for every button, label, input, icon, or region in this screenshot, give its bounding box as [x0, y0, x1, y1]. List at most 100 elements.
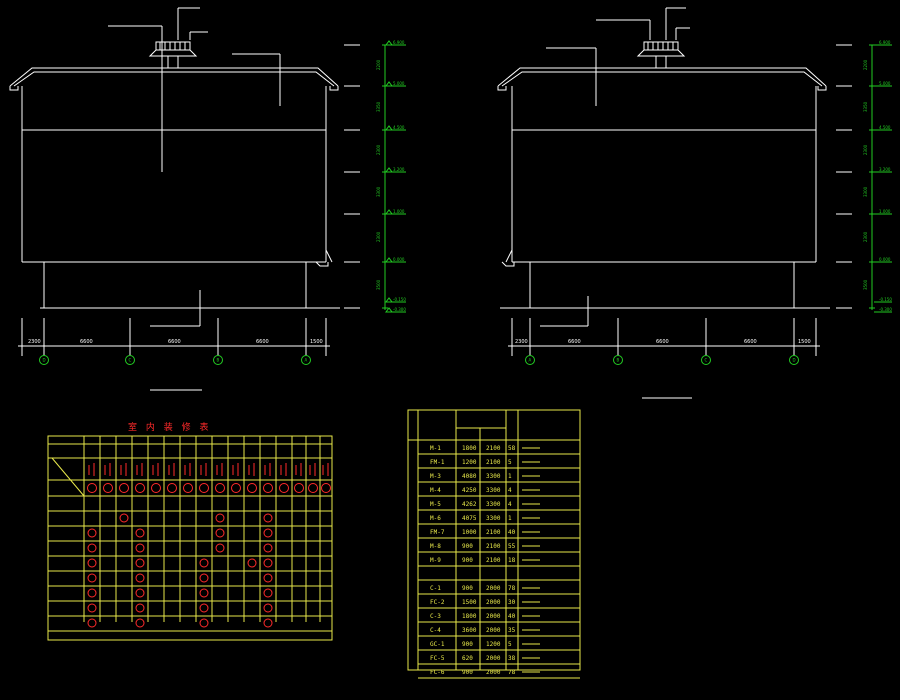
- door-table-h: 2000: [486, 655, 501, 662]
- finish-mark: [263, 618, 273, 628]
- door-table-n: 18: [508, 557, 516, 564]
- door-table-h: 3300: [486, 487, 501, 494]
- elev2-level-1: 6.900: [879, 40, 891, 45]
- finish-mark: [135, 558, 145, 568]
- door-table-n: 5: [508, 459, 512, 466]
- finish-mark: [119, 513, 129, 523]
- finish-mark: [199, 558, 209, 568]
- elev1-bdim-1: 2300: [28, 339, 41, 345]
- elev2-axis-bubble: [525, 355, 535, 365]
- elev1-level-7: -0.150: [393, 297, 406, 302]
- elev2-bdim-1: 2300: [515, 339, 528, 345]
- elev1-dim-4: 3300: [376, 186, 381, 197]
- door-table-n: 35: [508, 627, 516, 634]
- door-table-n: 4: [508, 501, 512, 508]
- finish-mark: [263, 603, 273, 613]
- door-table-n: 58: [508, 445, 516, 452]
- finish-mark: [135, 573, 145, 583]
- elev1-level-3: 4.500: [393, 125, 405, 130]
- door-table-w: 4075: [462, 515, 477, 522]
- elev2-dim-5: 2300: [863, 231, 868, 242]
- door-table-code: M-5: [430, 501, 441, 508]
- elevation-right: 6.900 5.000 4.500 3.200 1.000 0.000 -0.1…: [497, 7, 892, 399]
- finish-mark: [135, 603, 145, 613]
- door-table-w: 4250: [462, 487, 477, 494]
- elev2-level-3: 4.500: [879, 125, 891, 130]
- elev2-dim-2: 3350: [863, 101, 868, 112]
- elev2-level-8: -0.300: [879, 307, 892, 312]
- elev2-height-dims: 2200 3350 2300 3300 2300 3500: [863, 59, 868, 290]
- door-table-code: GC-1: [430, 641, 445, 648]
- elev1-height-dims: 2200 3350 2300 3300 2300 3500: [376, 59, 381, 290]
- door-table-n: 40: [508, 529, 516, 536]
- finish-mark: [135, 588, 145, 598]
- finish-mark: [263, 513, 273, 523]
- door-table-h: 2100: [486, 459, 501, 466]
- elev1-level-marks: 6.900 5.000 4.500 3.200 1.000 0.000 -0.1…: [385, 40, 406, 313]
- elev1-bdim-4: 6600: [256, 339, 269, 345]
- elev1-dim-5: 2300: [376, 231, 381, 242]
- elev2-axis-bubble: [789, 355, 799, 365]
- elev2-axis-3: C: [705, 358, 708, 363]
- finish-table: 室 内 装 修 表: [47, 421, 333, 641]
- finish-mark: [87, 603, 97, 613]
- elev1-dim-3: 2300: [376, 144, 381, 155]
- elevation-left: 6.900 5.000 4.500 3.200 1.000 0.000 -0.1…: [9, 7, 406, 391]
- door-table-code: M-4: [430, 487, 441, 494]
- door-table-code: M-3: [430, 473, 441, 480]
- elev2-axis-bubble: [701, 355, 711, 365]
- elev1-axis-2: C: [129, 358, 132, 363]
- door-table-n: 78: [508, 669, 516, 676]
- door-table-w: 900: [462, 641, 473, 648]
- finish-mark: [263, 558, 273, 568]
- finish-header-symbol: [294, 483, 304, 493]
- elev1-level-5: 1.000: [393, 209, 405, 214]
- finish-table-marks: [87, 513, 273, 628]
- door-table-n: 78: [508, 585, 516, 592]
- elev2-dim-6: 3500: [863, 279, 868, 290]
- door-table-code: FC-2: [430, 599, 445, 606]
- finish-mark: [215, 543, 225, 553]
- door-table-h: 3300: [486, 501, 501, 508]
- door-table-w: 1800: [462, 613, 477, 620]
- finish-mark: [215, 513, 225, 523]
- finish-header-symbol: [103, 483, 113, 493]
- elev1-bdim-3: 6600: [168, 339, 181, 345]
- elev1-dim-2: 3350: [376, 101, 381, 112]
- elev1-axis-4: A: [305, 358, 308, 363]
- door-table-h: 2000: [486, 613, 501, 620]
- finish-mark: [263, 588, 273, 598]
- finish-table-grid: [47, 436, 333, 632]
- door-table-w: 4080: [462, 473, 477, 480]
- door-table-n: 1: [508, 515, 512, 522]
- elev1-level-1: 6.900: [393, 40, 405, 45]
- door-table-n: 55: [508, 543, 516, 550]
- door-table-h: 2000: [486, 585, 501, 592]
- door-table-code: M-8: [430, 543, 441, 550]
- door-table-h: 2100: [486, 557, 501, 564]
- finish-header-symbol: [183, 483, 193, 493]
- elev2-level-4: 3.200: [879, 167, 891, 172]
- elev2-bdim-5: 1500: [798, 339, 811, 345]
- finish-mark: [87, 573, 97, 583]
- finish-header-symbol: [215, 483, 225, 493]
- finish-mark: [247, 558, 257, 568]
- door-table-code: FC-6: [430, 669, 445, 676]
- door-table-n: 5: [508, 641, 512, 648]
- elev2-axis-2: B: [617, 358, 620, 363]
- finish-header-symbol: [167, 483, 177, 493]
- door-table-code: FM-1: [430, 459, 445, 466]
- door-table-code: C-1: [430, 585, 441, 592]
- door-table-h: 2100: [486, 543, 501, 550]
- door-table-w: 3600: [462, 627, 477, 634]
- door-table-code: M-1: [430, 445, 441, 452]
- elev2-dim-3: 2300: [863, 144, 868, 155]
- door-table-w: 4262: [462, 501, 477, 508]
- finish-mark: [199, 618, 209, 628]
- door-table-n: 38: [508, 655, 516, 662]
- elev2-bottom-dims: 2300 6600 6600 6600 1500 A B C D: [508, 318, 820, 365]
- door-table-h: 3300: [486, 473, 501, 480]
- door-table-h: 3300: [486, 515, 501, 522]
- elev2-level-6: 0.000: [879, 257, 891, 262]
- finish-header-symbol: [199, 483, 209, 493]
